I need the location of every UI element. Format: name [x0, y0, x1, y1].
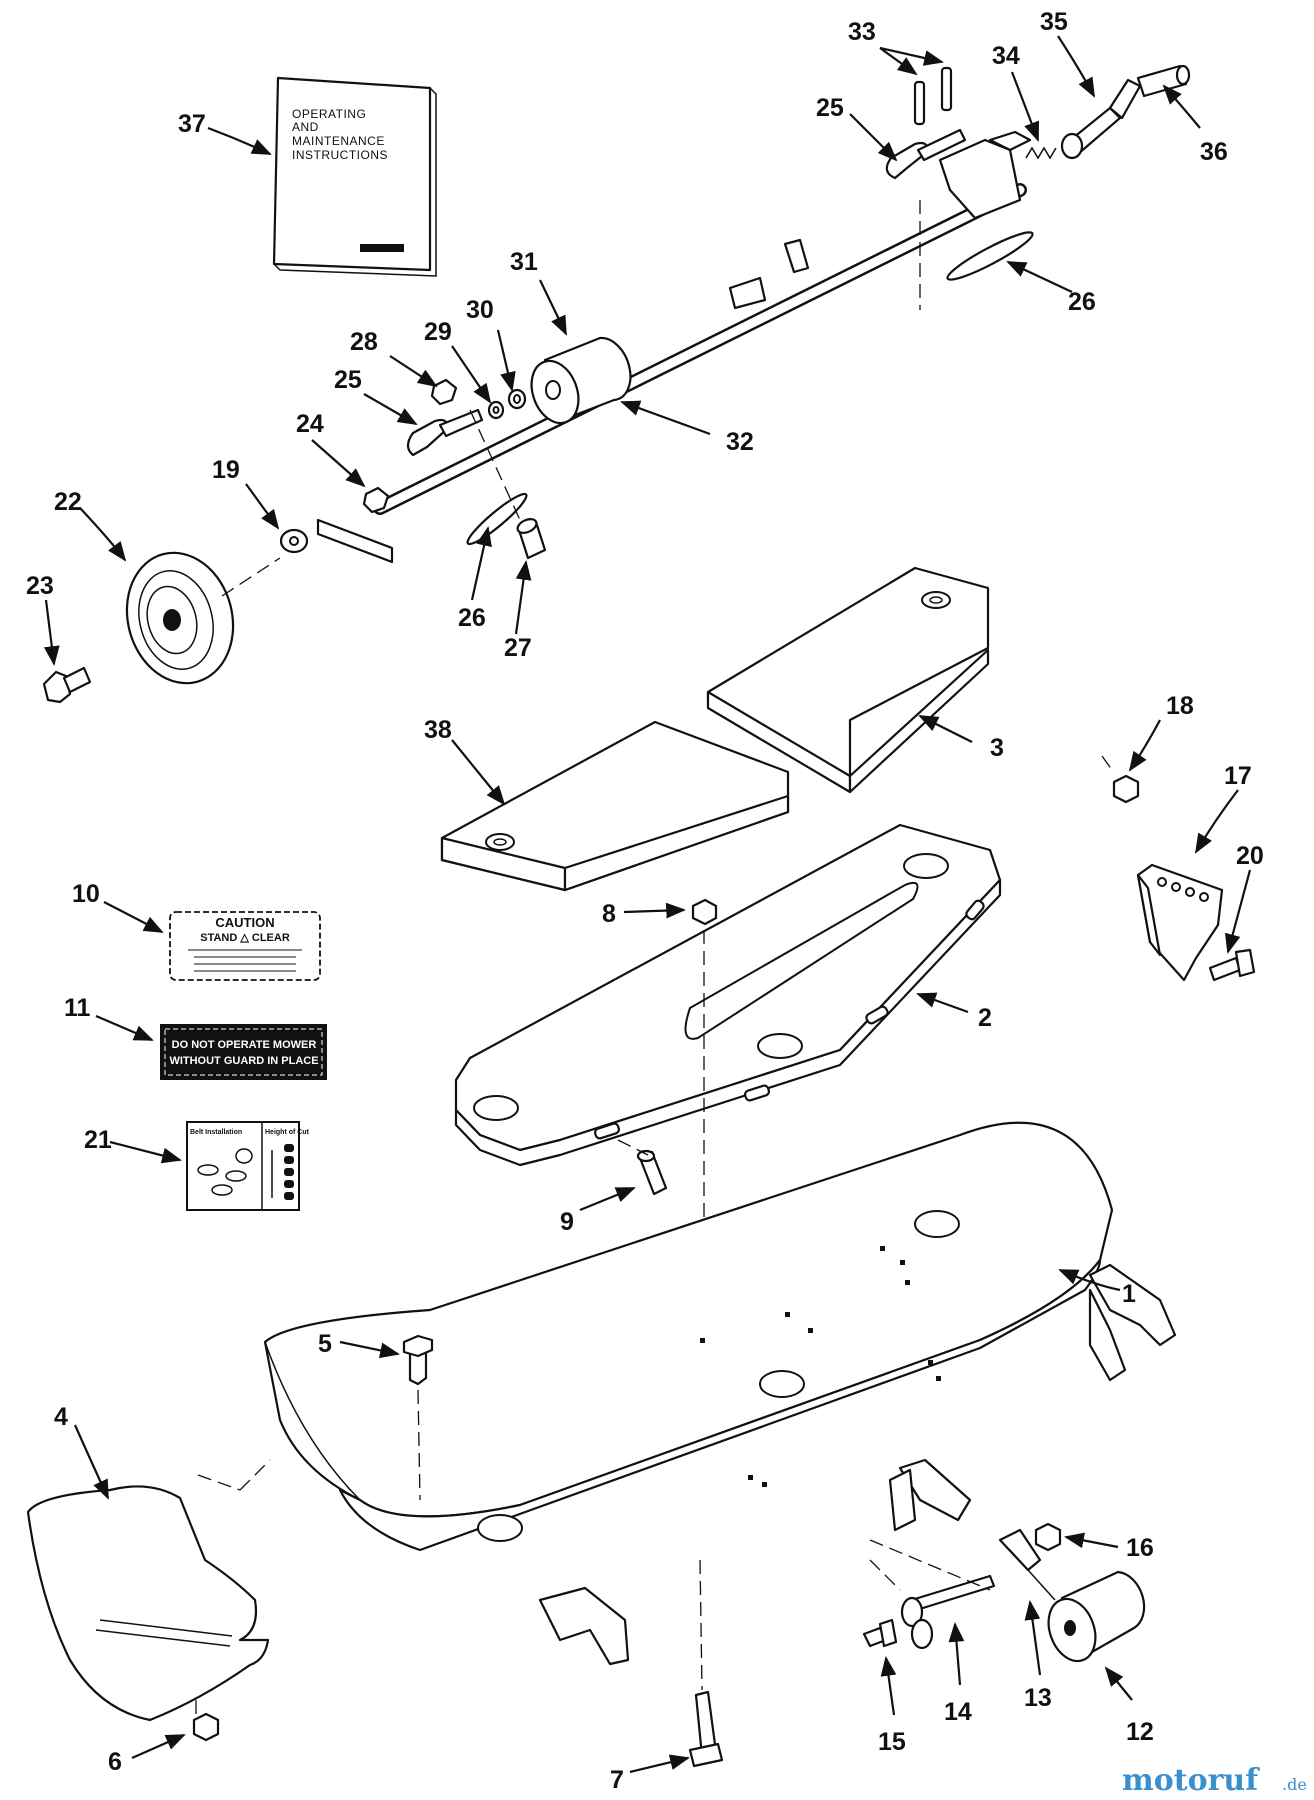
callout-6: 6: [108, 1748, 122, 1776]
callout-25-lower: 25: [334, 366, 362, 394]
callout-37: 37: [178, 110, 206, 138]
guard-warning-line-1: DO NOT OPERATE MOWER: [172, 1039, 317, 1051]
washer-19: [279, 528, 309, 554]
belt-installation-label: Belt Installation: [190, 1129, 242, 1136]
callout-19: 19: [212, 456, 240, 484]
nut-8: [691, 898, 718, 926]
nut-16: [1034, 1522, 1062, 1552]
manual-title-line-1: OPERATING: [292, 107, 366, 121]
washer-upper: [946, 231, 1034, 281]
callout-16: 16: [1126, 1534, 1154, 1562]
manual-title-line-4: INSTRUCTIONS: [292, 148, 388, 162]
callout-38: 38: [424, 716, 452, 744]
callout-18: 18: [1166, 692, 1194, 720]
callout-35: 35: [1040, 8, 1068, 36]
callout-4: 4: [54, 1403, 68, 1431]
washer-30: [507, 388, 527, 410]
gauge-wheel-bracket: [1136, 863, 1224, 982]
callout-12: 12: [1126, 1718, 1154, 1746]
callout-36: 36: [1200, 138, 1228, 166]
belt-cover-left: [440, 720, 790, 892]
guard-warning-line-2: WITHOUT GUARD IN PLACE: [169, 1055, 318, 1067]
callout-13: 13: [1024, 1684, 1052, 1712]
callout-25-upper: 25: [816, 94, 844, 122]
screw-27: [469, 409, 547, 560]
pins: [913, 66, 953, 126]
callout-14: 14: [944, 1698, 972, 1726]
callout-15: 15: [878, 1728, 906, 1756]
watermark: motoruf .de: [1122, 1763, 1307, 1798]
callout-10: 10: [72, 880, 100, 908]
nut-24: [362, 486, 390, 514]
bolt-20: [1208, 948, 1256, 982]
discharge-chute: [26, 1459, 271, 1722]
deck-spindle-holes: [477, 1210, 960, 1542]
roller-12: [1047, 1570, 1146, 1663]
washer-lower: [466, 492, 528, 546]
callout-32: 32: [726, 428, 754, 456]
operating-manual: OPERATING AND MAINTENANCE INSTRUCTIONS: [272, 76, 437, 277]
callout-arrows: [43, 35, 1252, 1774]
callout-28: 28: [350, 328, 378, 356]
bolt-15: [862, 1618, 898, 1648]
caution-subtitle: STAND △ CLEAR: [200, 932, 290, 944]
wheel-22: [125, 551, 281, 685]
guard-warning-decal: DO NOT OPERATE MOWER WITHOUT GUARD IN PL…: [160, 1024, 327, 1080]
callout-29: 29: [424, 318, 452, 346]
axle-assembly: [316, 130, 1032, 564]
callout-27: 27: [504, 634, 532, 662]
callout-17: 17: [1224, 762, 1252, 790]
roller-bracket: [998, 1528, 1056, 1601]
mounting-bracket: [454, 823, 1002, 1167]
callout-33: 33: [848, 18, 876, 46]
callout-numbers: 1 2 3 4 5 6 7 8 9 10 11 12 13 14 15 16 1…: [26, 8, 1264, 1794]
manual-title-line-2: AND: [292, 120, 319, 134]
callout-2: 2: [978, 1004, 992, 1032]
washer-29: [487, 400, 505, 420]
callout-20: 20: [1236, 842, 1264, 870]
roller-31: [530, 336, 632, 425]
caution-decal: CAUTION STAND △ CLEAR: [169, 911, 321, 981]
watermark-suffix: .de: [1282, 1775, 1307, 1794]
callout-26-upper: 26: [1068, 288, 1096, 316]
callout-11: 11: [64, 994, 91, 1022]
mower-deck: [263, 1121, 1177, 1666]
nut-28: [430, 378, 458, 406]
callout-21: 21: [84, 1126, 112, 1154]
callout-31: 31: [510, 248, 538, 276]
handle-grip: [1136, 64, 1191, 98]
callout-26-lower: 26: [458, 604, 486, 632]
callout-24: 24: [296, 410, 324, 438]
callout-23: 23: [26, 572, 54, 600]
nut-6: [192, 1712, 220, 1742]
callout-5: 5: [318, 1330, 332, 1358]
callout-1: 1: [1122, 1280, 1136, 1308]
callout-7: 7: [610, 1766, 624, 1794]
watermark-brand: motoruf: [1122, 1763, 1260, 1798]
nut-18: [1101, 755, 1140, 804]
clip-lower: [406, 408, 484, 457]
belt-height-decal: Belt Installation Height of Cut: [186, 1121, 310, 1211]
bolt-5: [402, 1334, 434, 1501]
bolt-7: [688, 1559, 724, 1768]
bolt-9: [636, 1149, 668, 1196]
link-14: [900, 1574, 996, 1650]
spring: [1025, 146, 1057, 160]
clip-upper: [885, 128, 967, 180]
callout-9: 9: [560, 1208, 574, 1236]
manual-logo-mark: [360, 244, 404, 252]
height-adjust-handle: [1060, 78, 1142, 160]
callout-30: 30: [466, 296, 494, 324]
callout-22: 22: [54, 488, 82, 516]
bolt-23: [42, 666, 92, 704]
caution-title: CAUTION: [215, 915, 274, 930]
height-of-cut-label: Height of Cut: [265, 1129, 310, 1136]
callout-8: 8: [602, 900, 616, 928]
callout-3: 3: [990, 734, 1004, 762]
callout-34: 34: [992, 42, 1020, 70]
manual-title-line-3: MAINTENANCE: [292, 134, 385, 148]
deck-mounting-holes: [700, 1246, 941, 1487]
